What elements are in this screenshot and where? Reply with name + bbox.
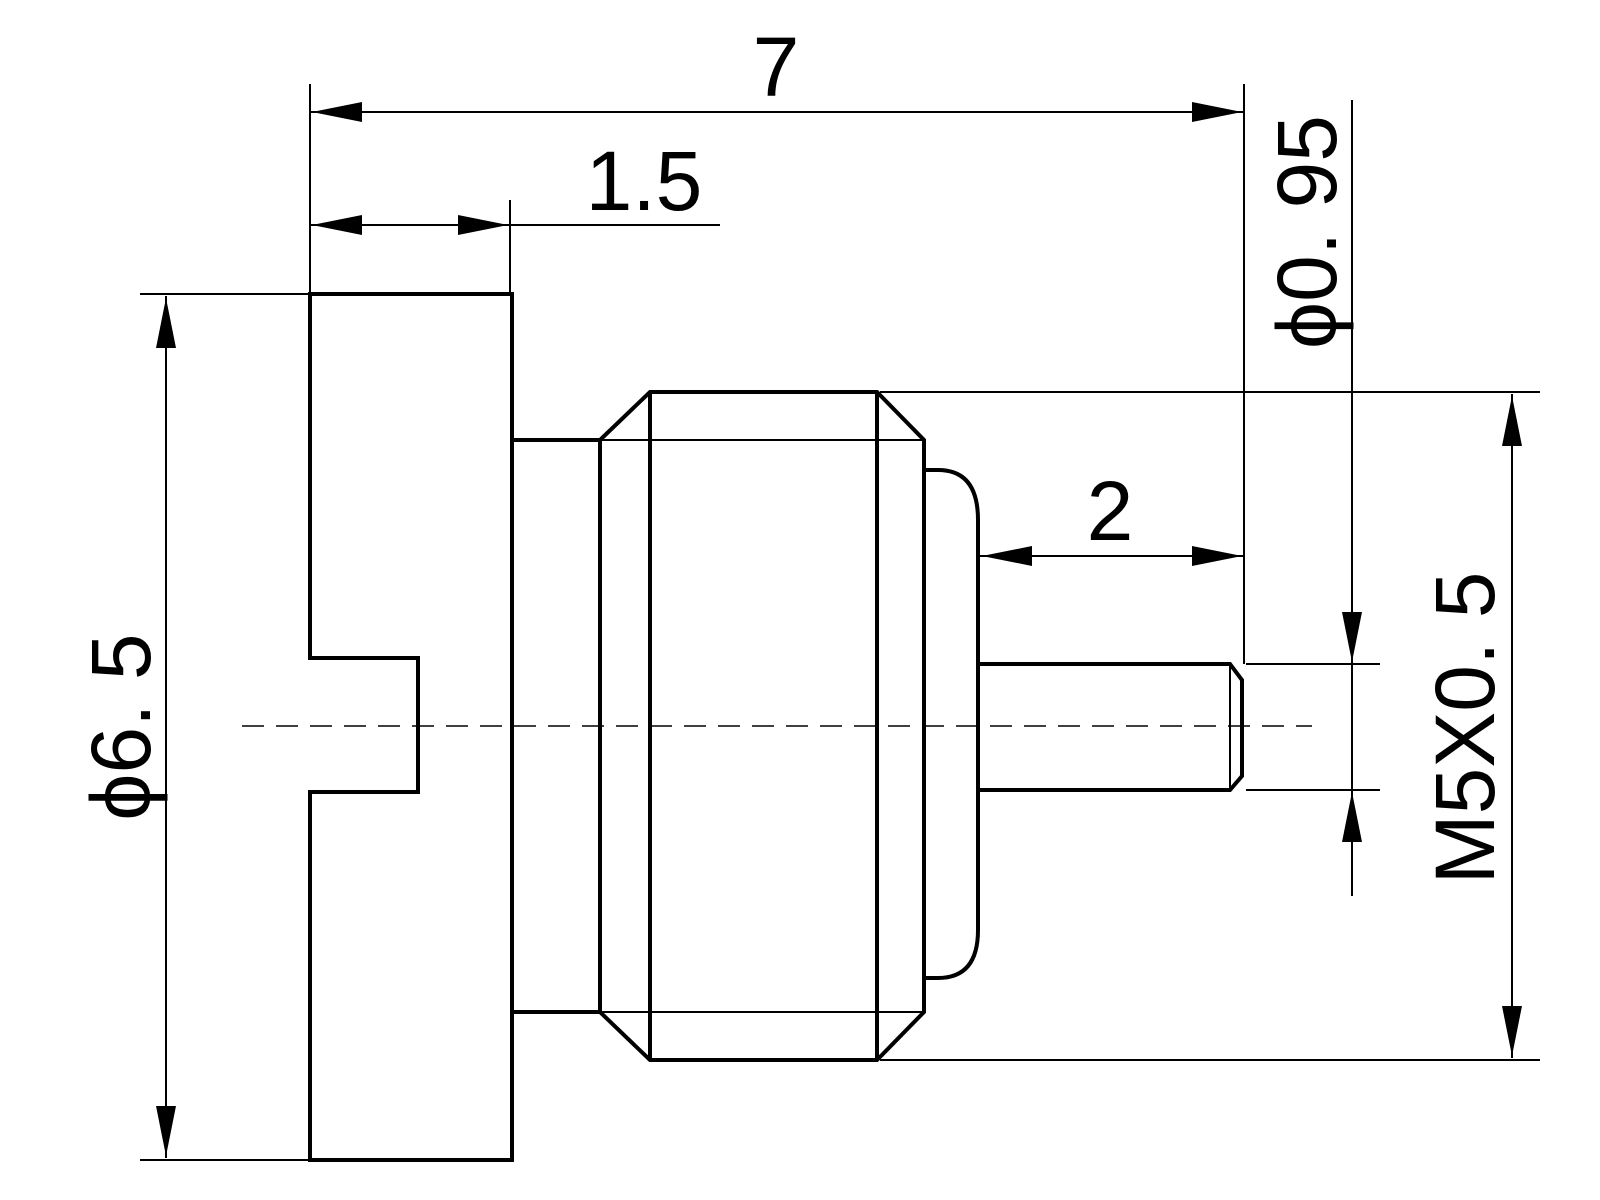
label-overall-length: 7 [753, 20, 800, 114]
label-head-diameter: ϕ6. 5 [74, 633, 168, 820]
dimension-thread [1502, 394, 1522, 1058]
dimension-labels: 7 1.5 2 ϕ6. 5 ϕ0. 95 M5X0. 5 [74, 20, 1512, 884]
dimension-overall-length [310, 102, 1244, 122]
label-head-thickness: 1.5 [586, 134, 703, 228]
extension-lines [140, 84, 1540, 1161]
label-pin-diameter: ϕ0. 95 [1260, 115, 1354, 349]
pin [978, 662, 1244, 792]
head-with-slot [308, 292, 514, 1162]
dimension-pin-length [980, 546, 1244, 566]
rounded-shoulder [924, 468, 980, 980]
label-pin-length: 2 [1087, 464, 1134, 558]
dimension-head-diameter [156, 296, 176, 1158]
dimension-pin-diameter-arrows [1342, 612, 1362, 842]
dimension-head-thickness [310, 215, 720, 235]
label-thread: M5X0. 5 [1418, 572, 1512, 885]
part-geometry [242, 292, 1312, 1162]
